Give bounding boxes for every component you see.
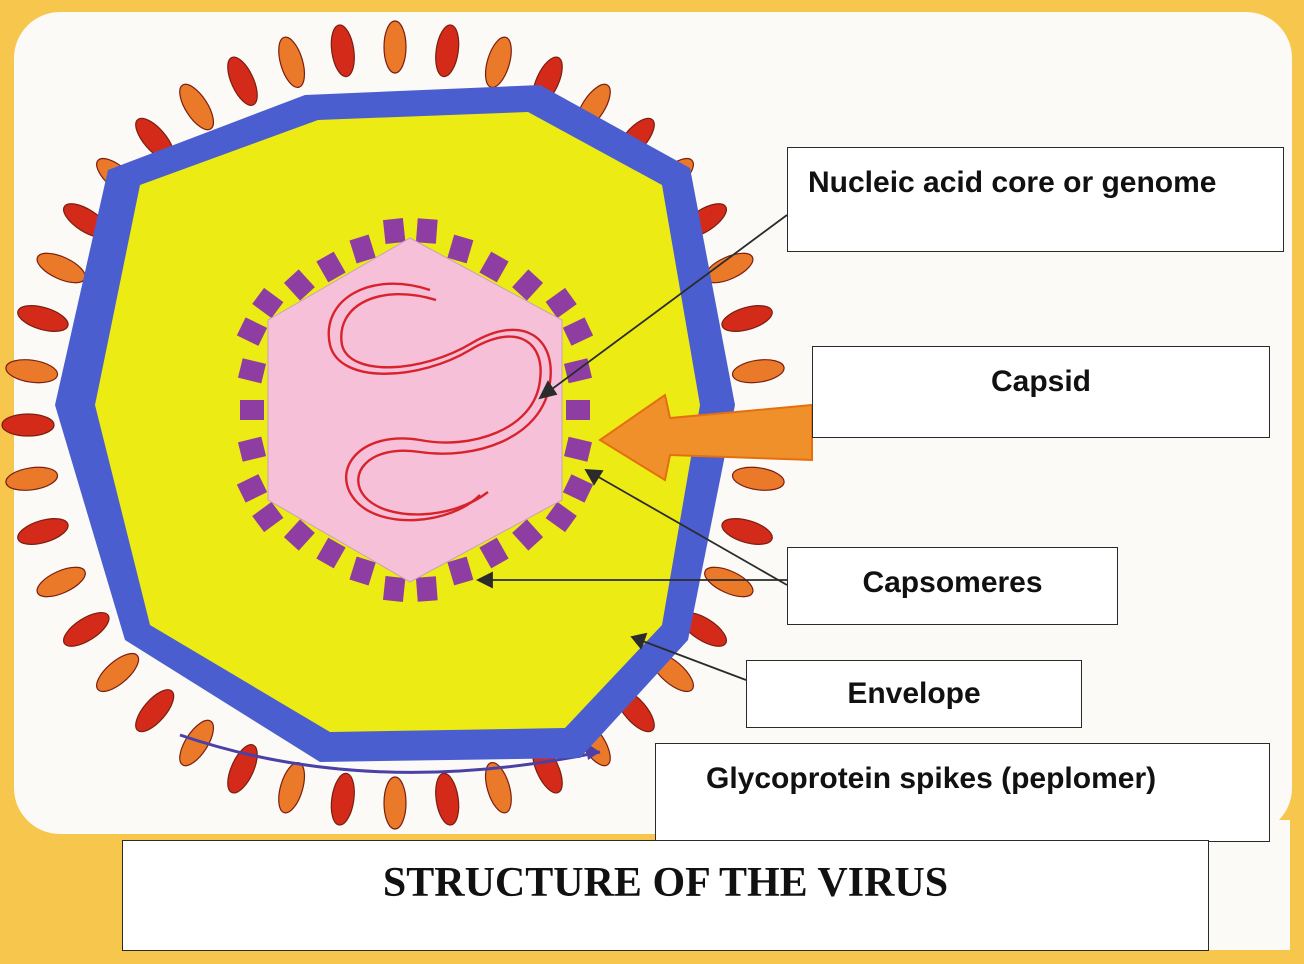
diagram-title-box: STRUCTURE OF THE VIRUS bbox=[122, 840, 1209, 951]
capsomere bbox=[416, 218, 438, 243]
label-nucleic-acid-text: Nucleic acid core or genome bbox=[808, 166, 1216, 200]
label-capsid-text: Capsid bbox=[813, 365, 1269, 399]
label-capsid: Capsid bbox=[812, 346, 1270, 438]
label-capsomeres: Capsomeres bbox=[787, 547, 1118, 625]
label-envelope-text: Envelope bbox=[747, 677, 1081, 711]
label-envelope: Envelope bbox=[746, 660, 1082, 728]
spike bbox=[2, 414, 54, 436]
capsomere bbox=[566, 400, 590, 420]
capsomere bbox=[240, 400, 264, 420]
diagram-title: STRUCTURE OF THE VIRUS bbox=[123, 859, 1208, 907]
label-capsomeres-text: Capsomeres bbox=[788, 566, 1117, 600]
spike bbox=[384, 21, 406, 73]
label-glycoprotein-spikes-text: Glycoprotein spikes (peplomer) bbox=[706, 762, 1156, 796]
spike bbox=[384, 777, 406, 829]
label-glycoprotein-spikes: Glycoprotein spikes (peplomer) bbox=[655, 743, 1270, 842]
label-nucleic-acid: Nucleic acid core or genome bbox=[787, 147, 1284, 252]
capsomere bbox=[416, 576, 438, 601]
capsomere bbox=[383, 218, 405, 244]
capsomere bbox=[383, 576, 405, 602]
